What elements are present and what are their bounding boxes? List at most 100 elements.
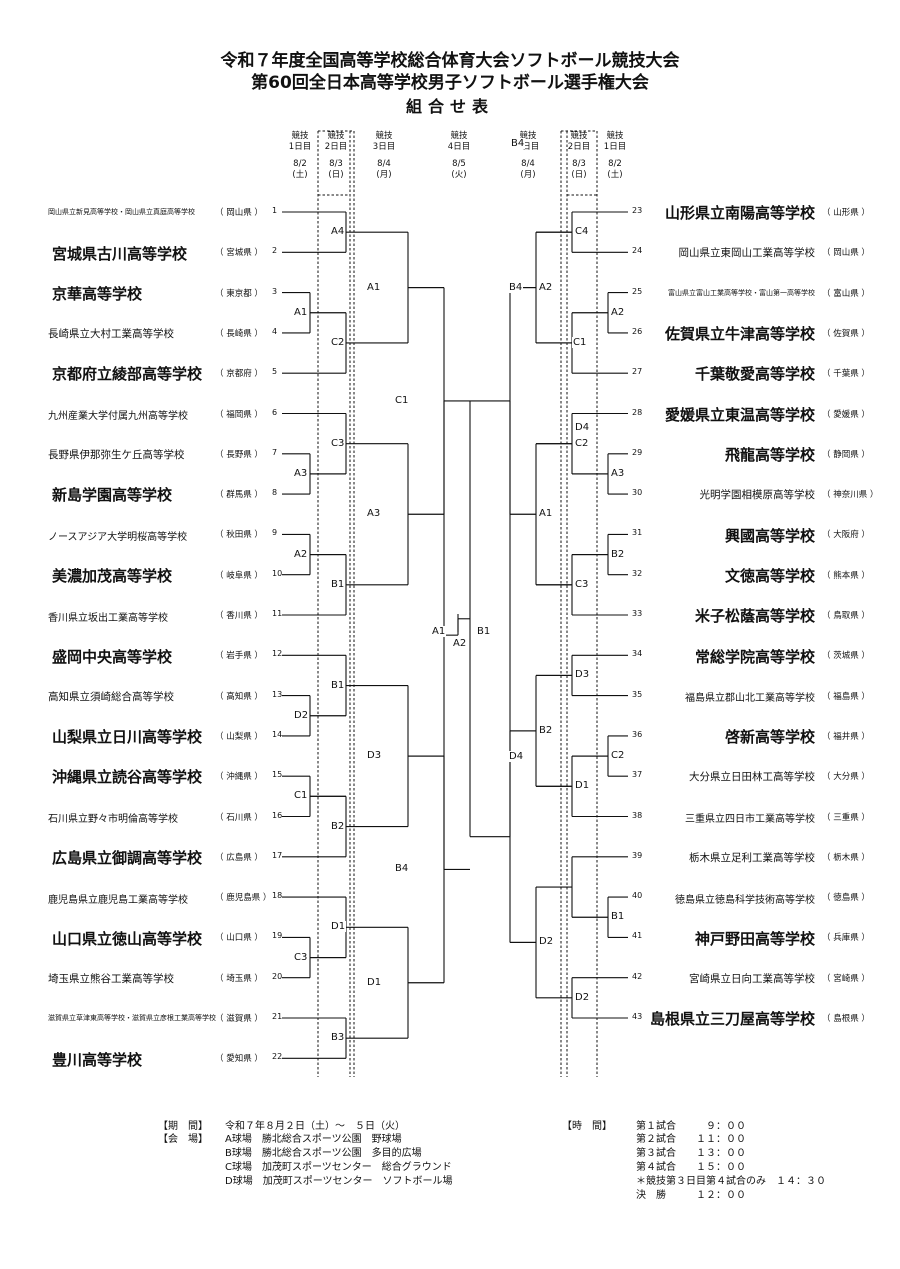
team-name: 石川県立野々市明倫高等学校 xyxy=(48,814,178,825)
game-label: A2 xyxy=(610,306,626,318)
team-prefecture: （ 千葉県 ） xyxy=(822,369,870,380)
game-label: D1 xyxy=(330,921,347,933)
time-game1: 第１試合 ９：００ xyxy=(636,1121,746,1132)
team-prefecture: （ 茨城県 ） xyxy=(822,651,870,662)
team-number: 39 xyxy=(632,850,643,860)
team-prefecture: （ 岡山県 ） xyxy=(215,208,263,218)
team-number: 28 xyxy=(632,407,643,417)
team-number: 36 xyxy=(632,729,643,739)
team-number: 19 xyxy=(272,931,283,941)
venue-c: C球場 加茂町スポーツセンター 総合グラウンド xyxy=(225,1162,452,1173)
team-name: 宮崎県立日向工業高等学校 xyxy=(689,972,815,985)
team-prefecture: （ 東京都 ） xyxy=(215,288,263,299)
team-number: 18 xyxy=(272,891,283,901)
team-number: 31 xyxy=(632,528,643,538)
team-prefecture: （ 静岡県 ） xyxy=(822,449,870,460)
team-name: 広島県立御調高等学校 xyxy=(52,849,203,868)
day-label: 競技 3日目 xyxy=(516,131,540,152)
team-name: 岡山県立東岡山工業高等学校 xyxy=(678,247,816,260)
team-prefecture: （ 熊本県 ） xyxy=(822,570,870,581)
team-name: 長崎県立大村工業高等学校 xyxy=(48,328,174,341)
game-label: A3 xyxy=(366,508,382,520)
game-label: D4 xyxy=(574,422,591,434)
game-label: B1 xyxy=(330,679,346,691)
game-label: D1 xyxy=(366,976,383,988)
game-label: A2 xyxy=(538,281,554,293)
team-name: 光明学園相模原高等学校 xyxy=(699,489,816,502)
game-label: C1 xyxy=(293,790,309,802)
time-game3: 第３試合 １３：００ xyxy=(636,1148,746,1159)
team-name: 宮城県古川高等学校 xyxy=(52,244,188,263)
team-name: 山梨県立日川高等学校 xyxy=(52,728,203,747)
day-date: 8/4 (月) xyxy=(376,159,392,180)
team-name: 三重県立四日市工業高等学校 xyxy=(685,814,815,825)
day-date: 8/2 (土) xyxy=(607,159,623,180)
team-prefecture: （ 宮城県 ） xyxy=(215,248,263,259)
team-prefecture: （ 岡山県 ） xyxy=(822,248,870,259)
game-label: A1 xyxy=(538,508,554,520)
team-name: 埼玉県立熊谷工業高等学校 xyxy=(48,972,174,985)
game-label: A1 xyxy=(366,281,382,293)
day-label: 競技 1日目 xyxy=(288,131,312,152)
final-left-label: A1 xyxy=(431,626,447,637)
team-prefecture: （ 鹿児島県 ） xyxy=(215,893,272,904)
team-prefecture: （ 鳥取県 ） xyxy=(822,611,870,621)
team-prefecture: （ 高知県 ） xyxy=(215,691,263,702)
team-name: 豊川高等学校 xyxy=(52,1050,143,1069)
game-label: C2 xyxy=(574,437,590,449)
venue-a: A球場 勝北総合スポーツ公園 野球場 xyxy=(225,1134,402,1145)
venue-b: B球場 勝北総合スポーツ公園 多目的広場 xyxy=(225,1148,422,1159)
team-prefecture: （ 宮崎県 ） xyxy=(822,973,870,984)
team-prefecture: （ 福井県 ） xyxy=(822,731,870,742)
team-number: 41 xyxy=(632,931,643,941)
championship-title: 第60回全日本高等学校男子ソフトボール選手権大会 xyxy=(251,73,649,93)
team-name: 千葉敬愛高等学校 xyxy=(694,365,815,384)
game-label: D3 xyxy=(366,750,383,762)
day-date: 8/2 (土) xyxy=(292,159,308,180)
team-name: 鹿児島県立鹿児島工業高等学校 xyxy=(48,894,188,906)
team-number: 29 xyxy=(632,447,643,457)
team-prefecture: （ 香川県 ） xyxy=(215,611,263,621)
team-name: 文徳高等学校 xyxy=(724,566,815,585)
team-prefecture: （ 兵庫県 ） xyxy=(822,933,870,944)
team-name: 啓新高等学校 xyxy=(724,728,815,747)
team-prefecture: （ 神奈川県 ） xyxy=(822,490,879,501)
team-name: 美濃加茂高等学校 xyxy=(52,566,173,585)
team-prefecture: （ 富山県 ） xyxy=(822,288,870,299)
team-name: 沖縄県立読谷高等学校 xyxy=(52,768,203,787)
day-label: 競技 2日目 xyxy=(324,131,348,152)
venue-d: D球場 加茂町スポーツセンター ソフトボール場 xyxy=(225,1176,453,1187)
game-label: C2 xyxy=(330,336,346,348)
game-label: A4 xyxy=(330,226,346,238)
team-prefecture: （ 京都府 ） xyxy=(215,369,263,380)
day-date: 8/3 (日) xyxy=(571,159,587,180)
team-number: 4 xyxy=(272,326,278,336)
team-prefecture: （ 岩手県 ） xyxy=(215,651,263,662)
team-number: 13 xyxy=(272,689,283,699)
game-label: B1 xyxy=(610,911,626,923)
team-number: 9 xyxy=(272,528,278,538)
team-number: 34 xyxy=(632,649,643,659)
game-label: D2 xyxy=(574,991,591,1003)
game-label: A3 xyxy=(610,467,626,479)
team-number: 26 xyxy=(632,326,643,336)
team-name: 神戸野田高等学校 xyxy=(694,929,815,948)
team-number: 7 xyxy=(272,447,278,457)
team-number: 42 xyxy=(632,971,643,981)
game-label: B2 xyxy=(538,724,554,736)
day-label: 競技 3日目 xyxy=(372,131,396,152)
team-number: 43 xyxy=(632,1012,643,1021)
team-number: 23 xyxy=(632,206,643,215)
game-label: C3 xyxy=(574,578,590,590)
day-label: 競技 2日目 xyxy=(567,131,591,152)
team-number: 35 xyxy=(632,689,643,699)
bracket-heading: 組合せ表 xyxy=(405,97,494,116)
team-prefecture: （ 石川県 ） xyxy=(215,812,263,823)
game-label: B2 xyxy=(330,820,346,832)
team-number: 5 xyxy=(272,367,278,377)
team-prefecture: （ 島根県 ） xyxy=(822,1014,870,1024)
